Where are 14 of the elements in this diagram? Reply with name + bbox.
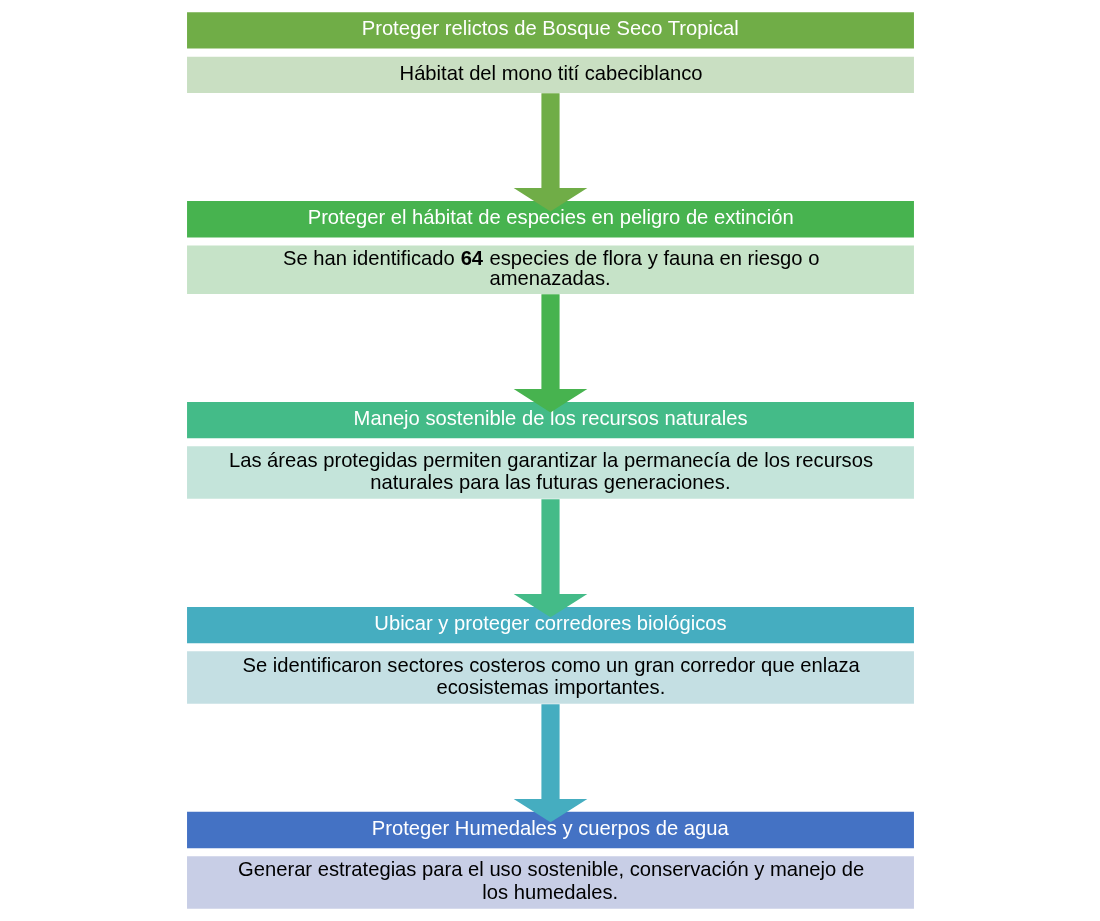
node-box: Proteger Humedales y cuerpos de agua: [186, 811, 914, 849]
node-box: Las áreas protegidas permiten garantizar la permanecía de los recursos naturales para las futuras generaciones.: [186, 446, 914, 499]
node-box: Proteger el hábitat de especies en peligro de extinción: [186, 201, 914, 238]
arrow: [513, 294, 587, 413]
node-box: Se identificaron sectores costeros como un gran corredor que enlaza ecosistemas importantes.: [186, 651, 914, 704]
arrow: [513, 93, 587, 212]
arrow: [513, 499, 587, 618]
node-box: Hábitat del mono tití cabeciblanco: [186, 56, 914, 93]
node-box: Se han identificado 64 especies de flora y fauna en riesgo o amenazadas.: [186, 245, 914, 294]
node-box: Manejo sostenible de los recursos naturales: [186, 401, 914, 439]
arrow: [513, 704, 587, 823]
node-box: Generar estrategias para el uso sostenible, conservación y manejo de los humedales.: [186, 856, 914, 909]
node-box: Proteger relictos de Bosque Seco Tropical: [186, 12, 914, 49]
node-box: Ubicar y proteger corredores biológicos: [186, 606, 914, 644]
